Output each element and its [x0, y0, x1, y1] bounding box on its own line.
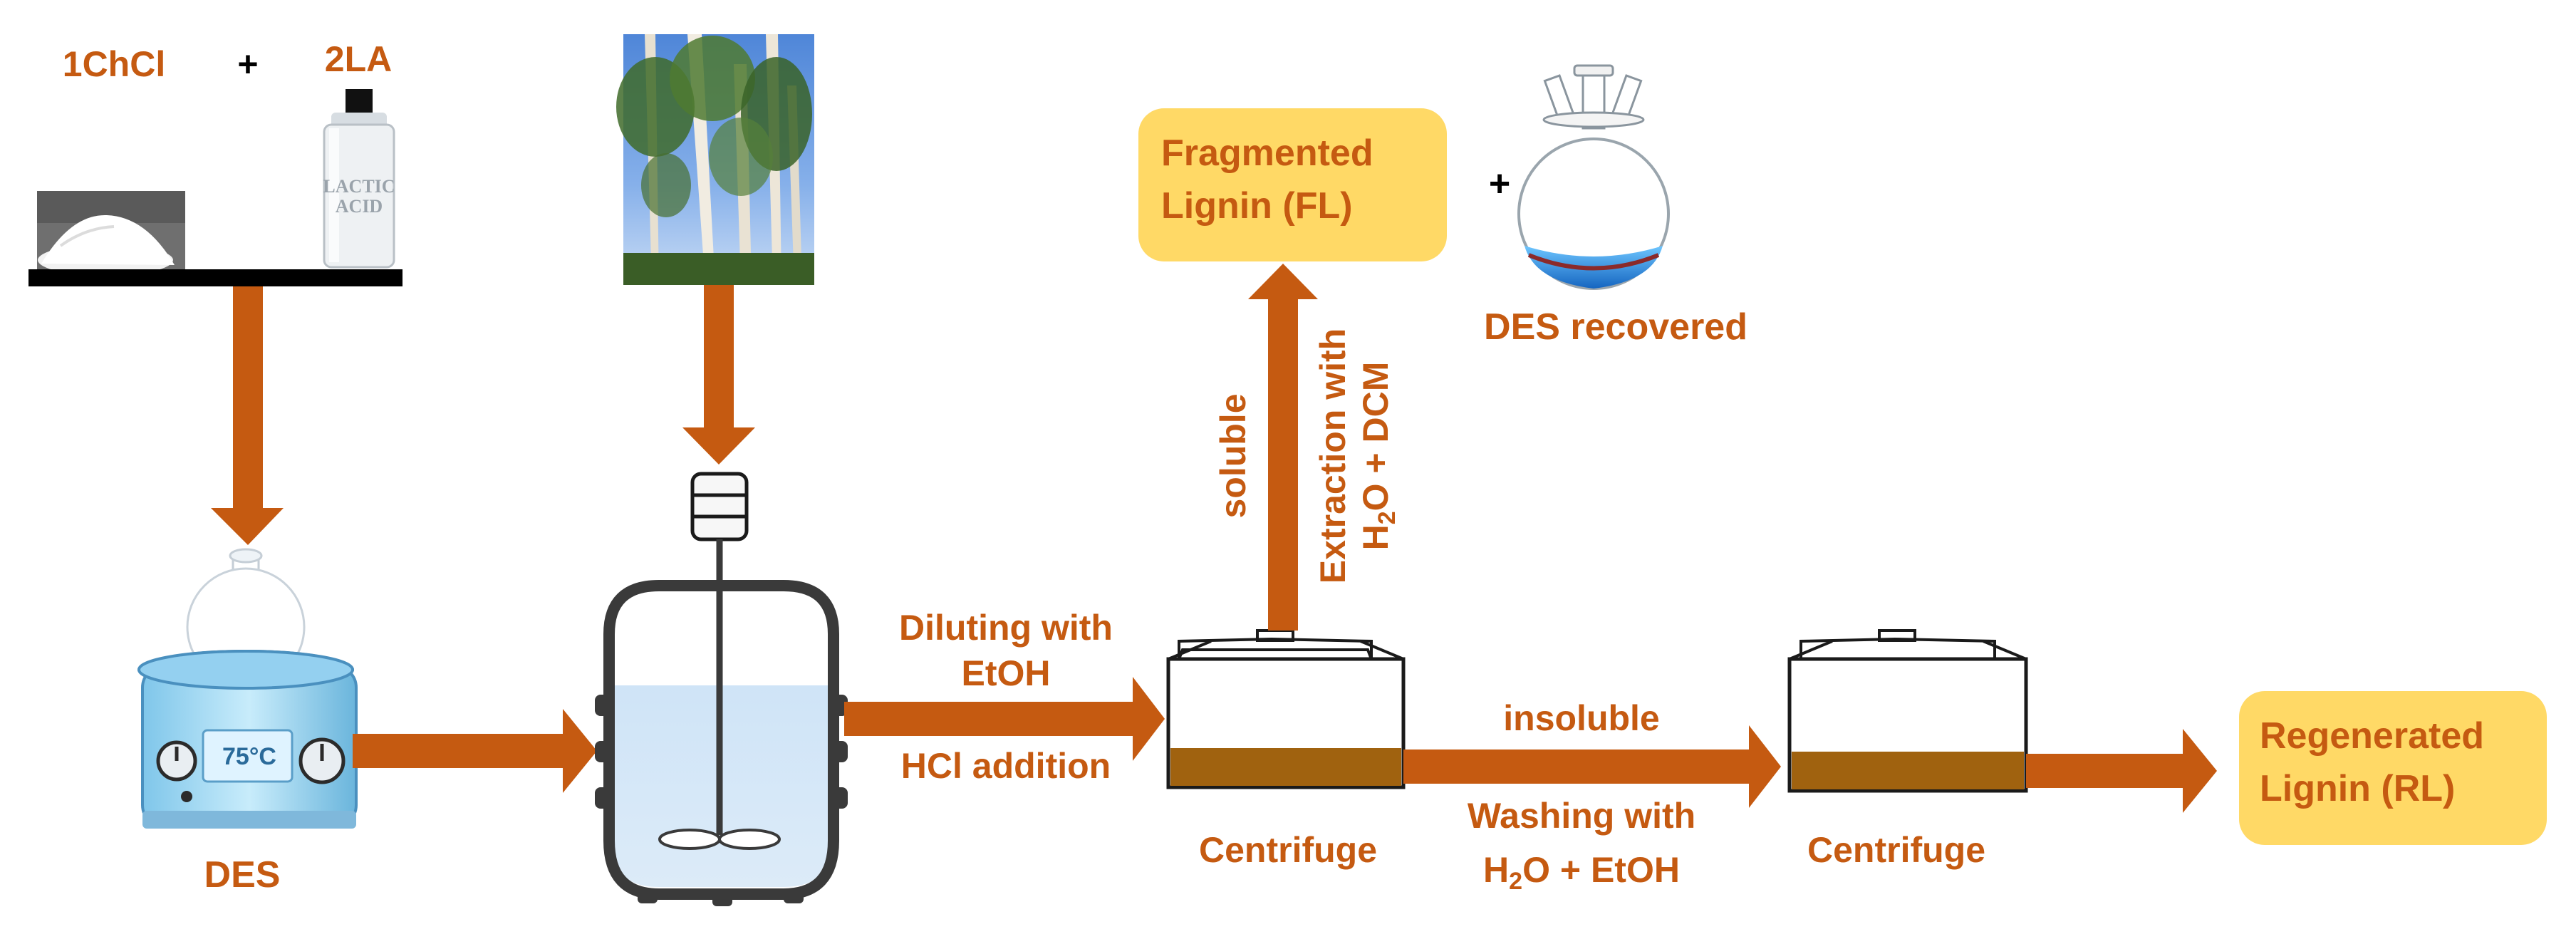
arrow-centrifuge1-to-centrifuge2 [1403, 725, 1781, 808]
washing-subscript: 2 [1509, 868, 1522, 895]
hcl-addition-label: HCl addition [901, 746, 1111, 786]
washing-rest: O + EtOH [1522, 850, 1680, 890]
diluting-label-line2: EtOH [962, 653, 1051, 693]
extraction-label-line1: Extraction with [1313, 328, 1353, 583]
extraction-label-line2: H2O + DCM [1356, 362, 1401, 551]
extraction-rest: O + DCM [1356, 362, 1396, 512]
regenerated-line1: Regenerated [2260, 715, 2484, 757]
centrifuge-1-icon [1166, 629, 1406, 789]
des-recovered-label: DES recovered [1484, 306, 1747, 348]
reagents-group: 1ChCl + 2LA LACTIC ACID [28, 39, 402, 286]
extraction-subscript: 2 [1373, 511, 1401, 524]
arrow-reactor-to-centrifuge [844, 677, 1165, 761]
centrifuge-2-icon [1787, 629, 2028, 793]
insoluble-label: insoluble [1503, 698, 1659, 738]
arrow-reagents-to-des [211, 286, 284, 545]
lactic-acid-bottle-icon: LACTIC ACID [323, 89, 395, 269]
fragmented-plus-sign: + [1489, 163, 1510, 204]
reagent-plus-sign: + [237, 44, 258, 84]
bottle-label-line1: LACTIC [323, 176, 395, 197]
fragmented-line2: Lignin (FL) [1161, 185, 1353, 227]
arrow-centrifuge2-to-regenerated [2026, 729, 2217, 813]
regenerated-lignin-box: Regenerated Lignin (RL) [2239, 691, 2547, 845]
choline-chloride-powder-icon [37, 191, 185, 276]
heater-display-text: 75°C [222, 743, 276, 770]
des-heater-icon: 75°C [137, 548, 358, 829]
diluting-label-line1: Diluting with [899, 608, 1113, 648]
wood-biomass-photo [616, 34, 814, 285]
des-label: DES [204, 854, 281, 896]
washing-label-line1: Washing with [1468, 796, 1695, 836]
extraction-h: H [1356, 524, 1396, 550]
reactor-vessel-icon [595, 472, 848, 906]
bottle-label-line2: ACID [336, 196, 383, 217]
regenerated-line2: Lignin (RL) [2260, 768, 2455, 809]
arrow-centrifuge-to-fragmented [1248, 264, 1318, 631]
centrifuge-2-label: Centrifuge [1807, 830, 1985, 870]
fragmented-line1: Fragmented [1161, 133, 1373, 174]
lactic-acid-label: 2LA [325, 39, 392, 79]
arrow-des-to-reactor [353, 709, 597, 793]
arrow-wood-to-reactor [682, 285, 755, 465]
soluble-label: soluble [1213, 393, 1253, 518]
shelf-bar [28, 269, 402, 286]
recovered-flask-icon [1517, 64, 1670, 290]
choline-chloride-label: 1ChCl [63, 44, 165, 84]
washing-label-line2: H2O + EtOH [1483, 850, 1680, 895]
centrifuge-1-label: Centrifuge [1199, 830, 1377, 870]
fragmented-lignin-box: Fragmented Lignin (FL) [1138, 108, 1447, 261]
washing-h: H [1483, 850, 1509, 890]
